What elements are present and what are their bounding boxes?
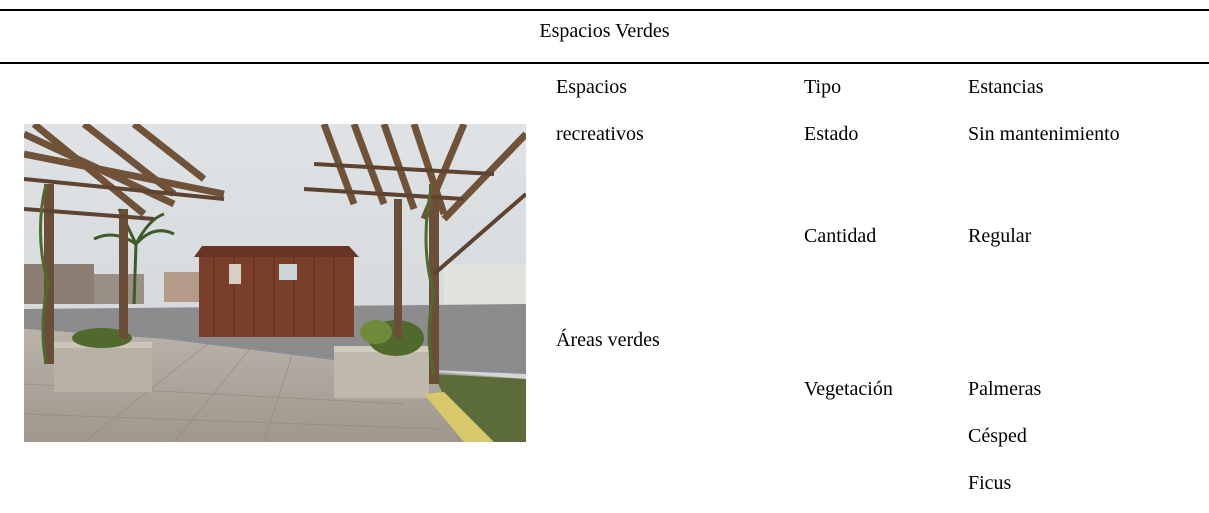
top-rule: [0, 9, 1209, 11]
category-espacios-recreativos-line2: recreativos: [556, 123, 644, 145]
value-estancias: Estancias: [968, 76, 1044, 98]
value-cesped: Césped: [968, 425, 1027, 447]
attribute-cantidad: Cantidad: [804, 225, 877, 247]
green-space-photo: [24, 124, 526, 442]
table-title: Espacios Verdes: [539, 20, 670, 42]
category-areas-verdes: Áreas verdes: [556, 329, 660, 351]
value-ficus: Ficus: [968, 472, 1012, 494]
attribute-estado: Estado: [804, 123, 859, 145]
attribute-vegetacion: Vegetación: [804, 378, 893, 400]
header-rule: [0, 62, 1209, 64]
value-palmeras: Palmeras: [968, 378, 1042, 400]
attribute-tipo: Tipo: [804, 76, 842, 98]
value-sin-mantenimiento: Sin mantenimiento: [968, 123, 1120, 145]
value-regular: Regular: [968, 225, 1032, 247]
category-espacios-recreativos-line1: Espacios: [556, 76, 628, 98]
